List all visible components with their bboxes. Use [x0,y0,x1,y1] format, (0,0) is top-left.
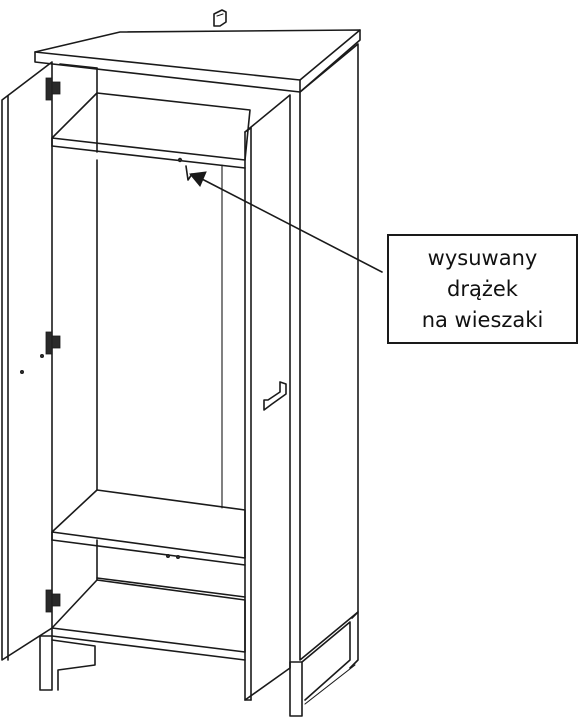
hinge-icon [45,77,61,101]
door-handle-icon[interactable] [263,381,287,411]
right-leg [289,611,359,717]
bottom-compartment [51,577,246,661]
top-panel [34,29,361,93]
left-leg [39,635,96,691]
callout-line-2: drążek [447,276,518,301]
hinge-icon [45,589,61,613]
arrow-icon [189,171,383,273]
wall-bracket-icon [213,9,227,27]
back-panel [59,63,98,581]
left-door[interactable] [1,61,53,661]
hinge-icon [40,331,61,358]
callout-line-1: wysuwany [427,245,538,270]
right-side-panel [299,43,359,661]
lower-shelf [51,489,246,566]
right-door[interactable] [244,94,291,701]
hanger-rail-icon [177,157,193,181]
callout-line-3: na wieszaki [421,307,544,332]
upper-shelf [51,92,251,169]
callout-box: wysuwany drążek na wieszaki [387,234,578,344]
